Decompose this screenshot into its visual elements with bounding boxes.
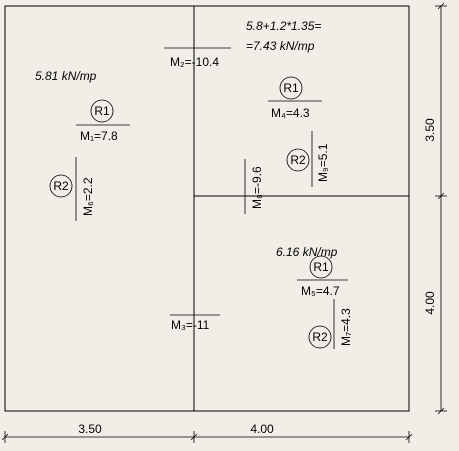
support-tag-r1-bottom-right-circle [309, 255, 333, 279]
support-tag-r2-top-right: R2 [290, 153, 306, 167]
dimension-slash [437, 2, 445, 10]
support-tag-r1-left-circle [90, 99, 114, 123]
moment-m2: M₂=-10.4 [170, 55, 219, 69]
support-tag-r1-left: R1 [94, 104, 110, 118]
dimension-slash [1, 433, 9, 441]
moment-m3: M₃=-11 [171, 318, 210, 332]
support-tag-r1-bottom-right: R1 [313, 260, 329, 274]
support-tag-r2-top-right-circle [286, 148, 310, 172]
dimension-slash [437, 192, 445, 200]
moment-m5: M₅=4.7 [301, 284, 340, 298]
moment-m9: M₉=5.1 [316, 143, 330, 182]
support-tag-r2-bottom-right: R2 [312, 330, 328, 344]
load-label-top-right-line1: 5.8+1.2*1.35= [246, 19, 321, 33]
load-label-bottom-right: 6.16 kN/mp [276, 245, 338, 259]
dimension-slash [437, 407, 445, 415]
moment-m6: M₆=2.2 [81, 177, 95, 216]
support-tag-r2-left-circle [49, 174, 73, 198]
support-tag-r1-top-right-circle [279, 76, 303, 100]
slab-outline [4, 5, 410, 412]
support-tag-r1-top-right: R1 [283, 81, 299, 95]
dimension-right-bottom: 4.00 [423, 291, 437, 315]
support-tag-r2-left: R2 [53, 179, 69, 193]
dimension-slash [190, 433, 198, 441]
moment-m1: M₁=7.8 [80, 129, 118, 143]
dimension-right-top: 3.50 [423, 118, 437, 142]
moment-m8: M₈=-9.6 [250, 166, 264, 209]
load-label-top-right-line2: =7.43 kN/mp [246, 39, 315, 53]
dimension-slash [405, 433, 413, 441]
support-tag-r2-bottom-right-circle [308, 325, 332, 349]
dimension-bottom-right: 4.00 [250, 422, 274, 436]
moment-m7: M₇=4.3 [339, 308, 353, 346]
load-label-left: 5.81 kN/mp [35, 69, 97, 83]
moment-m4: M₄=4.3 [271, 106, 310, 120]
dimension-bottom-left: 3.50 [78, 422, 102, 436]
